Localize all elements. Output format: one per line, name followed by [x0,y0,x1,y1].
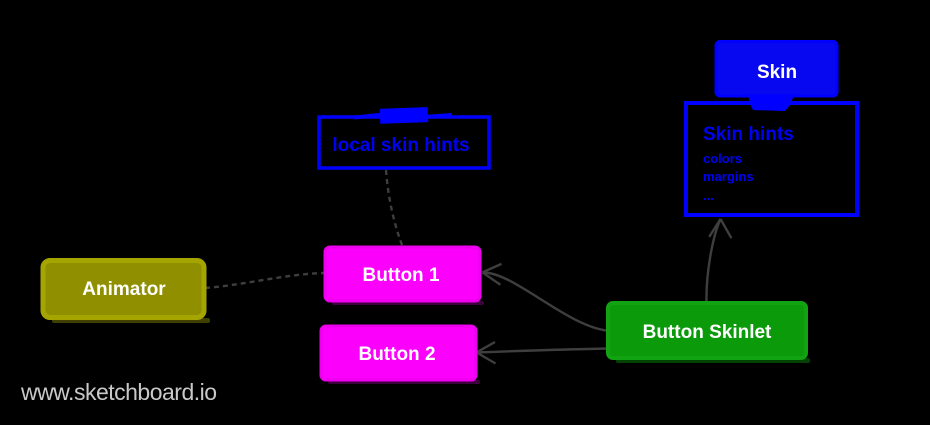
svg-text:Skin: Skin [757,62,797,83]
svg-text:colors: colors [703,151,742,166]
svg-text:Button 2: Button 2 [358,344,435,365]
svg-text:margins: margins [703,169,754,184]
svg-text:Button 1: Button 1 [362,265,439,286]
svg-text:Animator: Animator [82,279,166,300]
svg-text:www.sketchboard.io: www.sketchboard.io [20,379,217,405]
svg-text:local skin hints: local skin hints [332,135,469,156]
svg-text:Button Skinlet: Button Skinlet [643,322,772,343]
svg-text:...: ... [703,188,714,203]
svg-text:Skin hints: Skin hints [703,124,794,145]
